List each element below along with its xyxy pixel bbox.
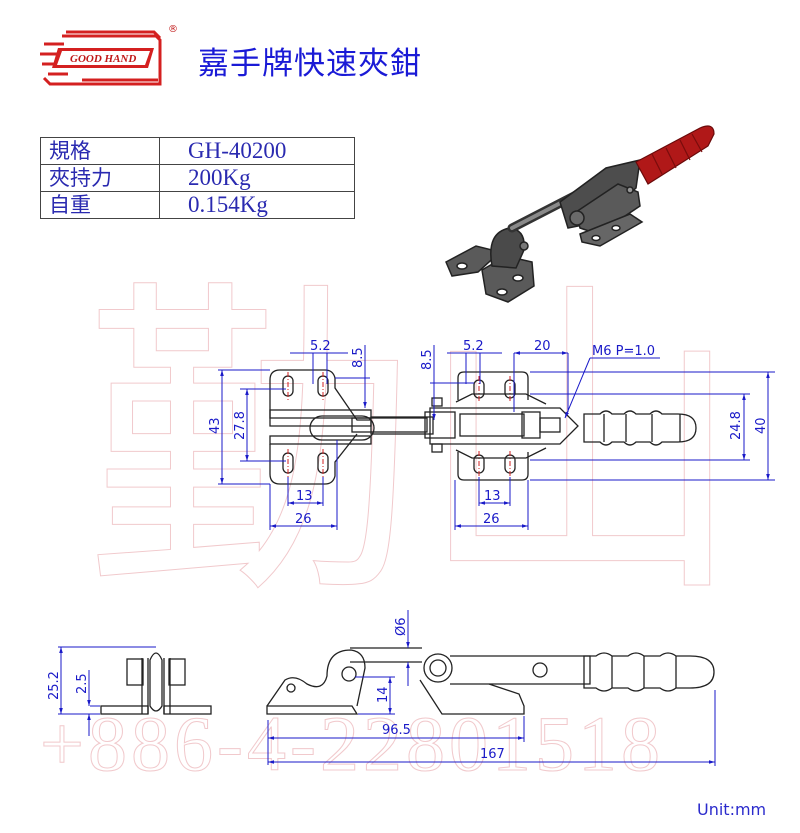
dim-right-base-width: 26: [483, 512, 500, 527]
dim-right-slot-spacing-h: 13: [484, 489, 501, 504]
spec-row: 夾持力 200Kg: [40, 164, 355, 192]
right-base-dimensions: 5.2 20 8.5 M6 P=1.0 24.8 40 13 26: [420, 339, 775, 530]
spec-value: 0.154Kg: [159, 191, 355, 219]
dim-right-slot-width: 5.2: [463, 339, 484, 354]
end-view-dimensions: 25.2 2.5: [47, 646, 156, 736]
logo-text: GOOD HAND: [70, 53, 136, 65]
dim-total-height: 25.2: [47, 671, 62, 700]
left-base-dimensions: 43 27.8 13 26 5.2 8.5: [208, 339, 370, 530]
dim-overall-length: 167: [480, 747, 505, 762]
side-view: [266, 647, 715, 715]
brand-logo: GOOD HAND ®: [22, 22, 184, 94]
dim-slot-to-pivot: 20: [534, 339, 551, 354]
clamp-3d-render: [445, 125, 715, 303]
dim-left-slot-width: 5.2: [310, 339, 331, 354]
dim-rod-diameter: Ø6: [394, 617, 409, 636]
dim-length-to-base: 96.5: [382, 723, 411, 738]
dim-left-slot-spacing-h: 13: [296, 489, 313, 504]
dim-right-edge-to-slot: 8.5: [420, 349, 435, 370]
spec-value: GH-40200: [159, 137, 355, 165]
spec-row: 自重 0.154Kg: [40, 191, 355, 219]
dim-pivot-height: 14: [376, 686, 391, 703]
thread-callout: M6 P=1.0: [592, 344, 655, 359]
top-view-right-base: [351, 371, 697, 481]
dim-left-overall-height: 43: [208, 417, 223, 434]
page-title: 嘉手牌快速夾鉗: [198, 46, 422, 82]
registered-mark: ®: [168, 24, 178, 35]
dim-inner-height: 24.8: [729, 411, 744, 440]
unit-label: Unit:mm: [697, 800, 767, 819]
dim-left-edge-to-slot: 8.5: [351, 347, 366, 368]
dim-left-slot-spacing-v: 27.8: [233, 411, 248, 440]
dim-left-base-width: 26: [295, 512, 312, 527]
spec-label: 規格: [40, 137, 160, 165]
spec-row: 規格 GH-40200: [40, 137, 355, 165]
spec-label: 夾持力: [40, 164, 160, 192]
watermark-characters: 勤山: [85, 267, 745, 632]
side-view-dimensions: Ø6 14 96.5 167: [267, 610, 716, 766]
end-view: [100, 652, 212, 715]
spec-label: 自重: [40, 191, 160, 219]
dim-right-overall-height: 40: [754, 417, 769, 434]
spec-table: 規格 GH-40200 夾持力 200Kg 自重 0.154Kg: [40, 137, 355, 219]
spec-value: 200Kg: [159, 164, 355, 192]
dim-plate-thickness: 2.5: [75, 673, 90, 694]
